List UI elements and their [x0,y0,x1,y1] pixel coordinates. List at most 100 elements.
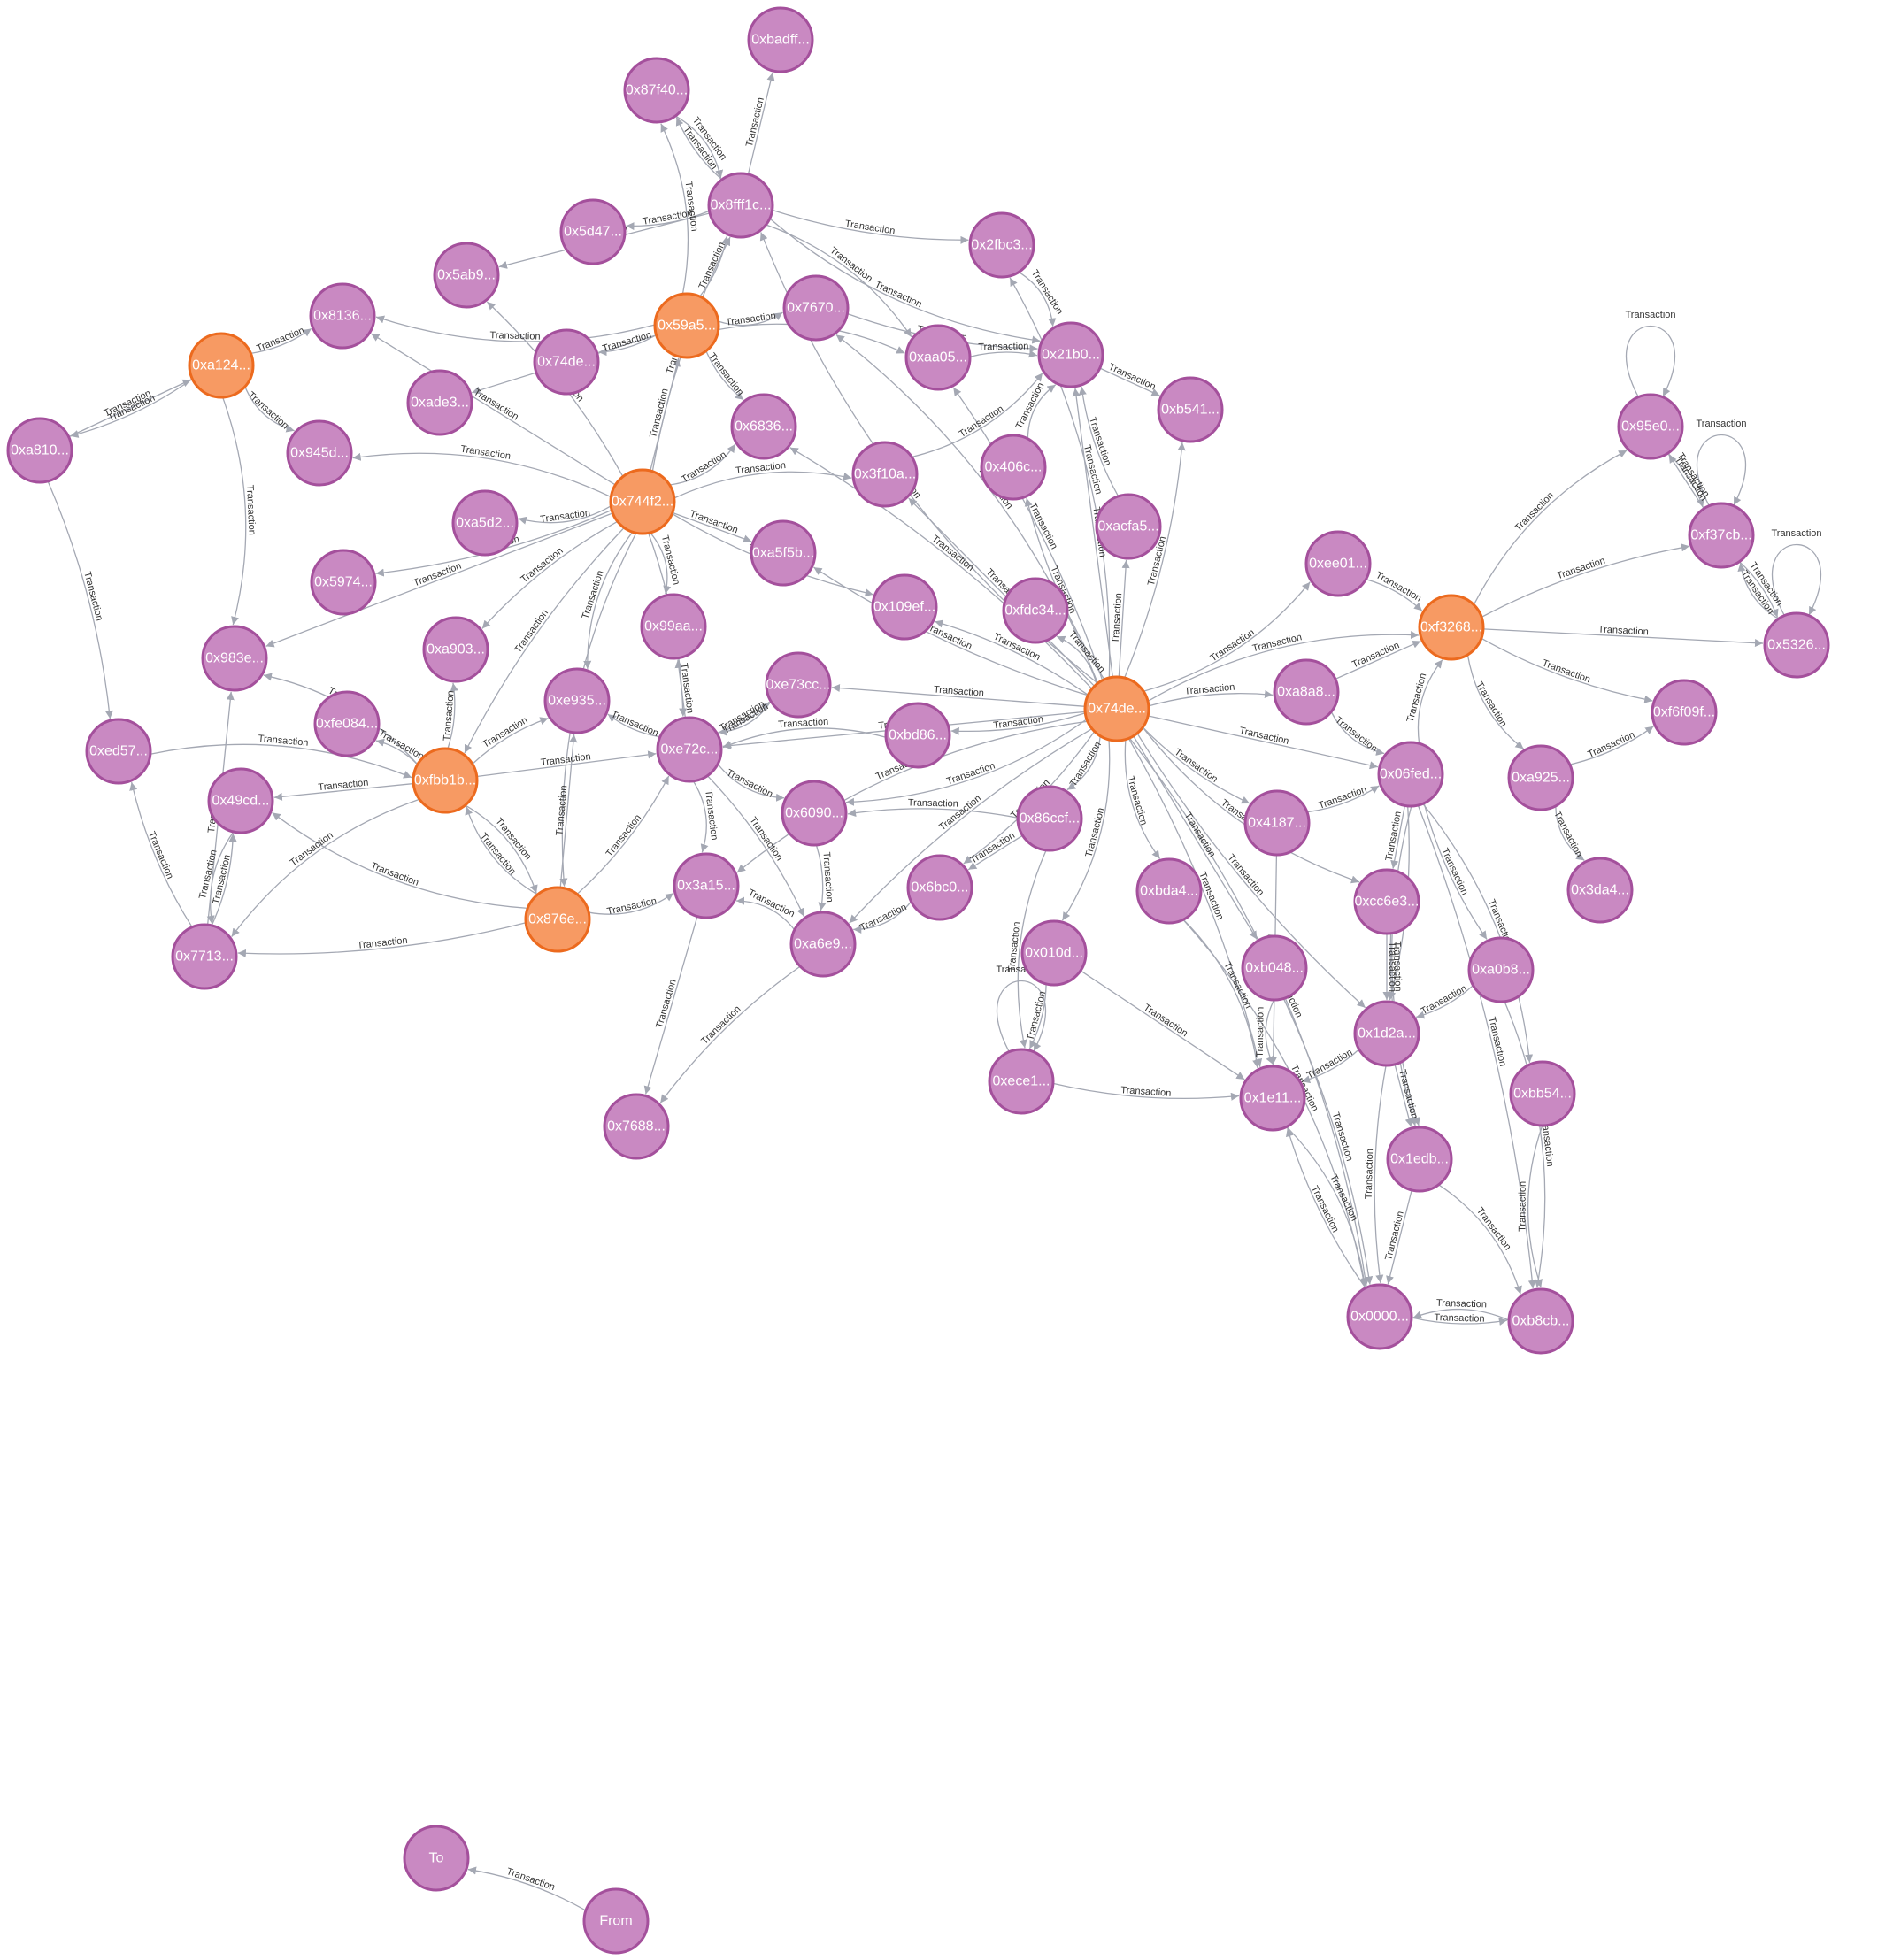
node-acfa5[interactable]: 0xacfa5... [1095,493,1162,560]
node-010d[interactable]: 0x010d... [1020,919,1088,987]
edge-010d-to-1e11[interactable] [1080,970,1245,1080]
node-86ccf[interactable]: 0x86ccf... [1016,785,1083,852]
node-circle[interactable] [1016,785,1083,852]
edge-b8cb-to-0000[interactable] [1412,1308,1510,1321]
node-circle[interactable] [171,923,238,990]
edge-acfa5-to-21b0[interactable] [1078,386,1120,497]
edge-74de_b-to-a8a8[interactable] [1148,689,1274,707]
edge-8fff1c-to-21b0[interactable] [769,218,1041,344]
edge-2fbc3-to-21b0[interactable] [1018,271,1057,327]
edge-8fff1c-to-87f40[interactable] [675,117,723,181]
edge-a6e9-to-7688[interactable] [659,965,801,1103]
edge-f3268-to-5326[interactable] [1482,628,1764,648]
edge-8fff1c-to-badff[interactable] [747,72,775,175]
node-circle[interactable] [1617,393,1684,460]
edge-744f2-to-a5f5b[interactable] [672,511,752,543]
edge-f37cb-to-5326[interactable] [1738,561,1779,618]
edge-744f2-to-3f10a[interactable] [673,471,852,499]
edge-74de_b-to-6090[interactable] [845,719,1088,806]
node-945d[interactable]: 0x945d... [286,419,353,487]
edge-8fff1c-to-2fbc3[interactable] [772,209,969,244]
node-circle[interactable] [730,393,797,460]
node-badff[interactable]: 0xbadff... [747,6,814,73]
node-f37cb[interactable]: 0xf37cb... [1688,502,1755,569]
edge-74de_b-to-6836[interactable] [789,447,1093,689]
edge-1d2a-to-0000[interactable] [1374,1065,1387,1284]
edge-ed57-to-fbb1b[interactable] [150,743,412,779]
node-06fed[interactable]: 0x06fed... [1377,741,1444,808]
node-circle[interactable] [904,324,972,391]
edge-a925-to-f6f09f[interactable] [1569,726,1654,765]
node-circle[interactable] [1353,1000,1420,1067]
node-circle[interactable] [781,780,848,847]
edge-a6e9-to-3a15[interactable] [735,896,796,931]
node-circle[interactable] [623,57,690,124]
node-circle[interactable] [207,767,274,834]
edge-74de_b-to-f3268[interactable] [1147,630,1420,703]
node-from[interactable]: From [582,1887,650,1955]
edge-f37cb-to-f37cb[interactable] [1697,434,1746,506]
edge-f3268-to-95e0[interactable] [1473,450,1628,605]
edge-744f2-to-a5d2[interactable] [518,505,612,525]
node-circle[interactable] [403,1825,470,1892]
node-circle[interactable] [1418,594,1485,661]
node-e73cc[interactable]: 0xe73cc... [765,651,832,719]
edge-06fed-to-bb54[interactable] [1422,803,1534,1063]
node-circle[interactable] [640,593,707,660]
edge-from-to-to[interactable] [467,1866,587,1911]
edge-a8a8-to-06fed[interactable] [1330,711,1385,756]
edge-f37cb-to-95e0[interactable] [1668,454,1704,510]
edge-06fed-to-b8cb[interactable] [1417,804,1536,1289]
node-ee01[interactable]: 0xee01... [1304,530,1372,597]
node-circle[interactable] [1688,502,1755,569]
node-6836[interactable]: 0x6836... [730,393,797,460]
node-circle[interactable] [980,434,1047,501]
node-circle[interactable] [884,702,951,769]
node-circle[interactable] [609,468,676,535]
node-3f10a[interactable]: 0x3f10a... [851,441,919,508]
node-circle[interactable] [1273,658,1340,726]
edge-a925-to-3da4[interactable] [1555,805,1585,861]
node-a810[interactable]: 0xa810... [6,417,73,484]
node-circle[interactable] [673,852,740,919]
node-to[interactable]: To [403,1825,470,1892]
node-circle[interactable] [313,690,381,757]
node-circle[interactable] [782,274,850,342]
edge-49cd-to-7713[interactable] [206,831,235,925]
node-95e0[interactable]: 0x95e0... [1617,393,1684,460]
node-circle[interactable] [1763,611,1830,679]
node-a903[interactable]: 0xa903... [422,616,489,683]
edge-a124-to-983e[interactable] [222,396,247,626]
edge-406c-to-21b0[interactable] [1027,384,1057,439]
edge-a124-to-8136[interactable] [250,327,312,355]
edge-06fed-to-1edb[interactable] [1391,805,1420,1126]
node-circle[interactable] [1157,376,1224,443]
node-8136[interactable]: 0x8136... [309,282,376,350]
node-circle[interactable] [524,886,591,953]
node-ece1[interactable]: 0xece1... [988,1048,1055,1115]
edge-74de_b-to-1d2a[interactable] [1136,733,1366,1009]
node-circle[interactable] [988,1048,1055,1115]
edge-21b0-to-b541[interactable] [1099,367,1160,396]
node-circle[interactable] [533,328,600,396]
node-circle[interactable] [871,573,938,641]
edge-b048-to-0000[interactable] [1282,998,1374,1285]
node-406c[interactable]: 0x406c... [980,434,1047,501]
edge-95e0-to-95e0[interactable] [1626,325,1675,397]
node-e72c[interactable]: 0xe72c... [656,716,723,783]
edge-3a15-to-7688[interactable] [643,916,698,1095]
edge-e72c-to-e935[interactable] [607,713,661,738]
edge-e72c-to-6090[interactable] [717,763,785,802]
node-983e[interactable]: 0x983e... [201,625,268,692]
edge-86ccf-to-6090[interactable] [847,808,1019,819]
node-876e[interactable]: 0x876e... [524,886,591,953]
node-circle[interactable] [1304,530,1372,597]
edge-74de_b-to-bda4[interactable] [1124,739,1161,859]
node-circle[interactable] [653,292,720,359]
edge-a124-to-945d[interactable] [244,386,295,433]
node-bb54[interactable]: 0xbb54... [1509,1060,1576,1127]
node-circle[interactable] [968,211,1035,279]
edge-74de_b-to-3a15[interactable] [736,720,1089,873]
edge-876e-to-3a15[interactable] [588,892,674,915]
edge-1edb-to-b8cb[interactable] [1438,1184,1522,1295]
